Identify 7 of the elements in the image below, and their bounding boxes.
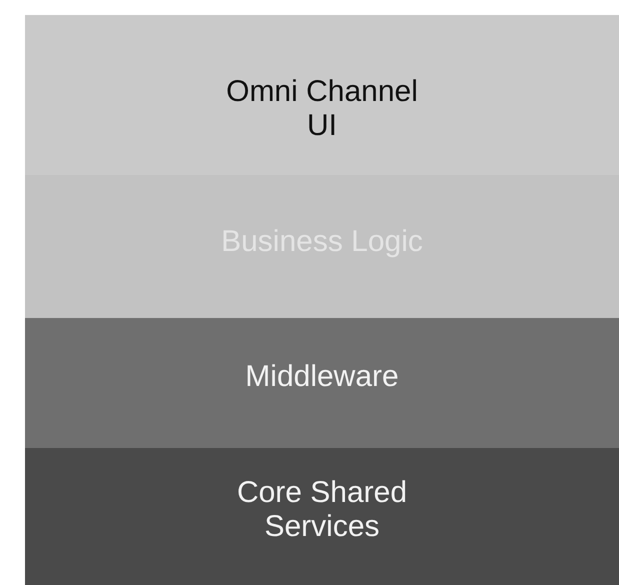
layer-band (25, 448, 619, 585)
layer-label: Middleware (244, 360, 400, 394)
layer-band (25, 318, 619, 448)
layer-label: Core Shared Services (236, 476, 408, 544)
layer-label: Omni Channel UI (225, 75, 419, 143)
layer-band (25, 175, 619, 318)
layer-band (25, 15, 619, 175)
